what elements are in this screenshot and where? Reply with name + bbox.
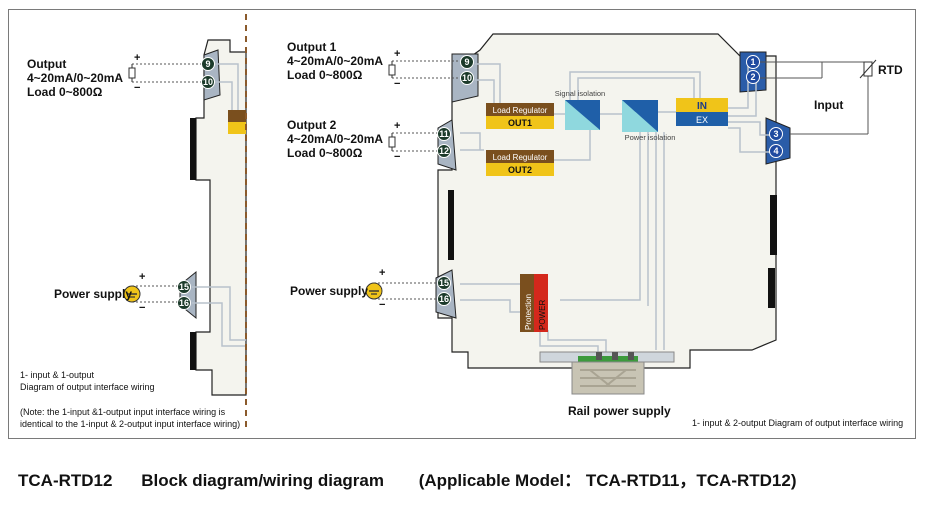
footer-model: TCA-RTD12 <box>18 471 113 490</box>
left-terminal-9: 9 <box>205 59 210 69</box>
power-isolation-label: Power isolation <box>625 133 676 142</box>
footer-applicable: (Applicable Model： TCA-RTD11，TCA-RTD12) <box>418 471 797 490</box>
power-box <box>534 274 548 332</box>
output1-title: Output 1 <box>287 40 337 54</box>
load-regulator-2 <box>486 150 554 163</box>
output1-load: Load 0~800Ω <box>287 68 363 82</box>
left-output-title: Output <box>27 57 67 71</box>
out2-label: OUT2 <box>508 165 532 175</box>
left-caption-line-1: 1- input & 1-output <box>20 370 95 380</box>
right-power-label: Power supply <box>290 284 369 298</box>
left-load-regulator-tab <box>228 110 246 122</box>
terminal-circles <box>437 55 783 306</box>
out1-wiring <box>388 60 464 79</box>
terminal-1: 1 <box>750 57 755 67</box>
terminal-3: 3 <box>773 129 778 139</box>
out2-box <box>486 163 554 176</box>
internal-wires <box>460 63 770 356</box>
terminal-16: 16 <box>439 294 449 304</box>
right-caption: 1- input & 2-output Diagram of output in… <box>692 418 904 428</box>
signal-isolation-block <box>565 100 600 130</box>
right-power-minus: − <box>379 299 386 311</box>
footer-caption: TCA-RTD12 Block diagram/wiring diagram (… <box>18 466 797 491</box>
left-caption-line-2: Diagram of output interface wiring <box>20 382 155 392</box>
output1-range: 4~20mA/0~20mA <box>287 54 384 68</box>
out1-box <box>486 116 554 129</box>
load-regulator-2-label: Load Regulator <box>493 153 548 162</box>
left-module <box>179 39 247 396</box>
ex-label: EX <box>696 115 708 125</box>
protection-label: Protection <box>524 294 533 330</box>
power-label: POWER <box>538 300 547 330</box>
rail-connector <box>539 351 675 395</box>
left-output-range: 4~20mA/0~20mA <box>27 71 124 85</box>
left-out-tab <box>228 122 246 134</box>
rail-power-label: Rail power supply <box>568 404 671 418</box>
left-power-minus: − <box>139 302 146 314</box>
left-terminal-10: 10 <box>203 77 213 87</box>
load-regulator-1 <box>486 103 554 116</box>
left-power-wiring <box>123 280 191 310</box>
out1-label: OUT1 <box>508 118 532 128</box>
out2-wiring <box>388 132 444 152</box>
terminal-numbers: 9 10 15 16 9 10 11 12 15 16 1 2 3 4 <box>179 57 779 308</box>
terminal-10: 10 <box>462 73 472 83</box>
protection-box <box>520 274 534 332</box>
output2-range: 4~20mA/0~20mA <box>287 132 384 146</box>
left-power-plus: + <box>139 271 146 283</box>
diagram-frame <box>8 9 916 439</box>
right-module <box>435 33 791 395</box>
left-output-wiring <box>128 57 215 89</box>
output2-minus: − <box>394 151 401 163</box>
in-box <box>676 98 728 112</box>
left-power-terminal-block <box>179 270 197 320</box>
terminal-2: 2 <box>750 72 755 82</box>
left-output-load: Load 0~800Ω <box>27 85 103 99</box>
footer-title: Block diagram/wiring diagram <box>141 471 384 490</box>
left-terminal-16: 16 <box>179 298 189 308</box>
output1-minus: − <box>394 78 401 90</box>
rtd-wiring <box>758 59 877 135</box>
terminal-15: 15 <box>439 278 449 288</box>
power-isolation-block <box>622 100 658 132</box>
left-terminal-15: 15 <box>179 282 189 292</box>
terminal-9: 9 <box>464 57 469 67</box>
signal-isolation-label: Signal isolation <box>555 89 605 98</box>
left-power-label: Power supply <box>54 287 133 301</box>
right-power-plus: + <box>379 267 386 279</box>
output2-load: Load 0~800Ω <box>287 146 363 160</box>
load-regulator-1-label: Load Regulator <box>493 106 548 115</box>
terminal-12: 12 <box>439 146 449 156</box>
output1-plus: + <box>394 48 401 60</box>
left-output-minus: − <box>134 82 141 94</box>
left-note-line-2: identical to the 1-input & 2-output inpu… <box>20 419 241 429</box>
left-note-line-1: (Note: the 1-input &1-output input inter… <box>20 407 226 417</box>
terminal-4: 4 <box>773 146 778 156</box>
ex-box <box>676 112 728 126</box>
input-label: Input <box>814 98 844 112</box>
terminal-11: 11 <box>439 129 449 139</box>
output2-title: Output 2 <box>287 118 337 132</box>
output2-plus: + <box>394 120 401 132</box>
in-label: IN <box>697 101 707 112</box>
right-power-wiring <box>365 282 444 300</box>
left-output-plus: + <box>134 52 141 64</box>
rtd-label: RTD <box>878 63 903 77</box>
